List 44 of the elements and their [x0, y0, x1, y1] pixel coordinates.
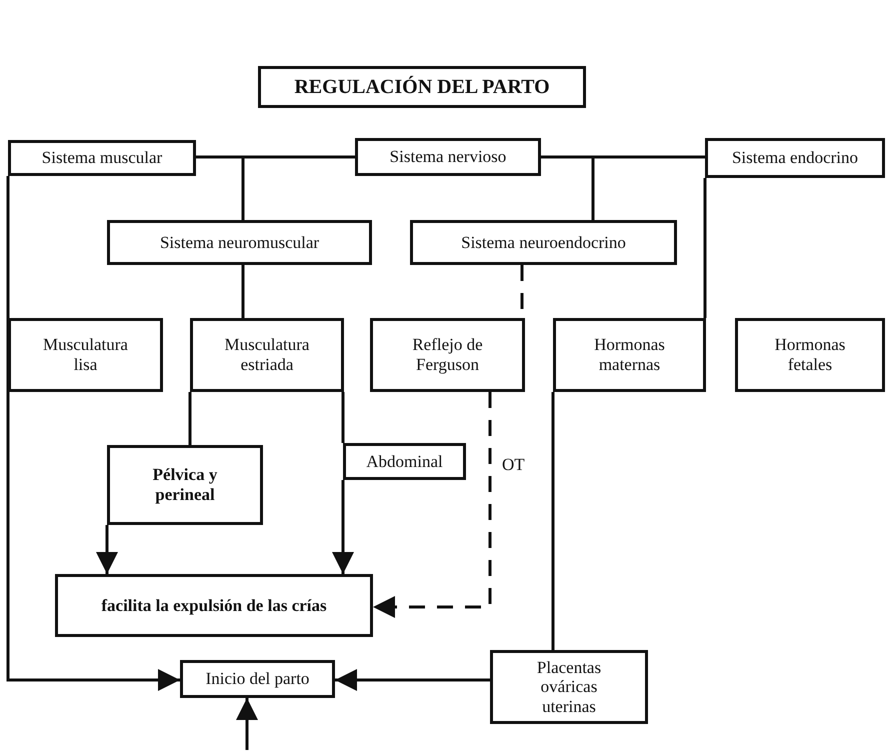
arrow	[332, 480, 354, 574]
node-label: Hormonas maternas	[593, 335, 666, 375]
connector-line	[342, 392, 344, 443]
node-label: Sistema nervioso	[390, 147, 506, 167]
node-label: Reflejo de Ferguson	[411, 335, 484, 375]
box	[343, 443, 466, 480]
connector-line	[552, 392, 554, 650]
box	[370, 318, 525, 392]
node-label: Hormonas fetales	[774, 335, 846, 375]
box	[705, 138, 885, 178]
box	[553, 318, 706, 392]
arrow	[96, 525, 118, 574]
node-label: Sistema muscular	[42, 148, 162, 168]
box	[55, 574, 373, 637]
arrow	[6, 176, 180, 691]
node-label: facilita la expulsión de las crías	[101, 596, 327, 616]
box	[107, 445, 263, 525]
connector-line	[242, 265, 244, 318]
node-label: Sistema endocrino	[732, 148, 858, 168]
node-label: Musculatura lisa	[42, 335, 129, 375]
box	[107, 220, 372, 265]
box	[410, 220, 677, 265]
node-label: Sistema neuroendocrino	[461, 232, 626, 252]
box	[190, 318, 344, 392]
box	[180, 660, 335, 698]
node-label: Abdominal	[366, 452, 443, 472]
node-label: Sistema neuromuscular	[160, 232, 320, 252]
box	[8, 318, 163, 392]
node-label: Placentas ováricas uterinas	[536, 658, 602, 716]
arrow	[236, 698, 258, 750]
box	[355, 138, 541, 176]
node-label: Pélvica y perineal	[152, 465, 218, 505]
title: REGULACIÓN DEL PARTO	[258, 66, 586, 108]
node-label: Musculatura estriada	[224, 335, 310, 375]
box	[735, 318, 885, 392]
connector-line	[242, 156, 355, 220]
connector-line	[704, 178, 706, 318]
connector-line	[188, 392, 192, 445]
arrow	[335, 669, 490, 691]
node-label: Inicio del parto	[206, 669, 310, 689]
box	[8, 140, 196, 176]
connector-line	[592, 156, 705, 220]
box	[490, 650, 648, 724]
dashed-arrow	[373, 392, 492, 618]
